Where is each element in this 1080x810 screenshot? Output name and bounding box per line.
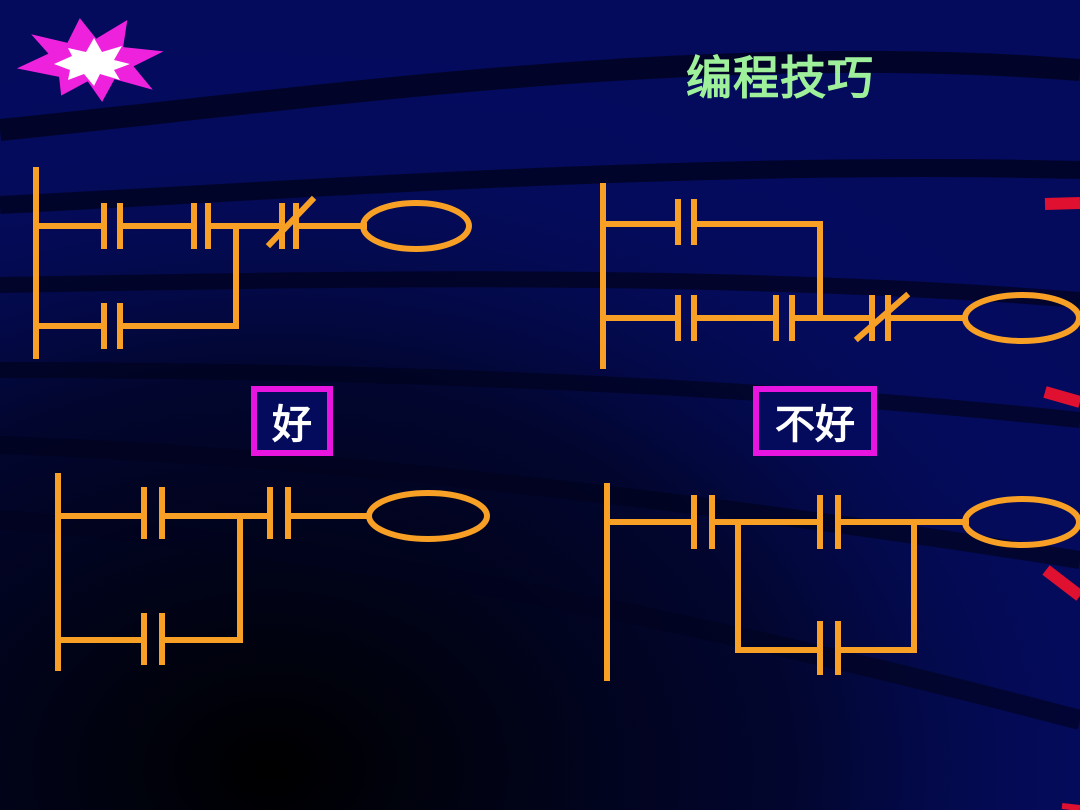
output-coil <box>962 292 1080 344</box>
label-good-text: 好 <box>272 402 312 448</box>
ladder-bottom-right <box>604 483 1080 681</box>
rung-wire <box>691 221 823 321</box>
output-coil <box>962 496 1080 548</box>
rung-wire <box>735 519 821 653</box>
ladder-bottom-left <box>55 473 490 671</box>
ladder-top-right <box>600 183 1080 369</box>
rung-wire <box>117 223 239 329</box>
label-bad: 不好 <box>753 386 877 456</box>
output-coil <box>366 490 490 542</box>
output-coil <box>360 200 472 252</box>
label-bad-text: 不好 <box>775 402 855 448</box>
rung-wire <box>835 519 917 653</box>
ladder-top-left <box>33 167 472 359</box>
rung-wire <box>159 513 243 643</box>
label-good: 好 <box>251 386 333 456</box>
starburst-icon <box>16 18 164 102</box>
slide-title: 编程技巧 <box>686 51 874 105</box>
